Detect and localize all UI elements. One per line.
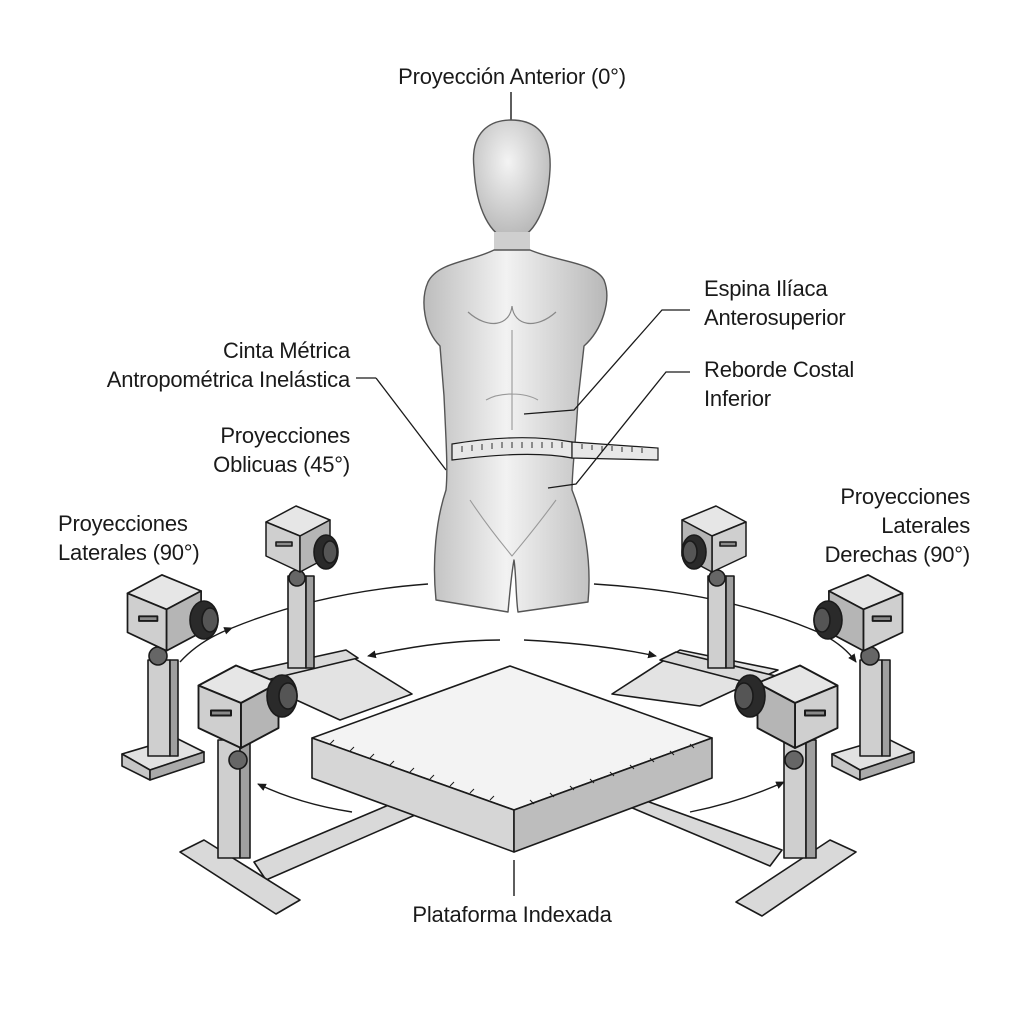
label-cinta-metrica: Cinta Métrica Antropométrica Inelástica	[107, 336, 350, 394]
label-lat-der-line1: Proyecciones	[840, 484, 970, 509]
label-lat-izq-line2: Laterales (90°)	[58, 540, 200, 565]
label-reborde-costal: Reborde Costal Inferior	[704, 355, 854, 413]
label-proyecciones-laterales-der: Proyecciones Laterales Derechas (90°)	[824, 482, 971, 569]
label-espina-iliaca: Espina Ilíaca Anterosuperior	[704, 274, 846, 332]
indexed-platform	[243, 649, 783, 896]
orbit-arcs	[179, 583, 857, 813]
camera-far-right	[813, 573, 915, 781]
leader-lines	[356, 309, 690, 489]
label-anterior-projection: Proyección Anterior (0°)	[398, 64, 626, 89]
label-proyecciones-laterales-izq: Proyecciones Laterales (90°)	[58, 509, 200, 567]
label-oblicuas-line2: Oblicuas (45°)	[213, 452, 350, 477]
label-cinta-line2: Antropométrica Inelástica	[106, 367, 350, 392]
camera-front-right	[734, 664, 857, 917]
label-reborde-line2: Inferior	[704, 386, 771, 411]
camera-back-right	[659, 505, 777, 687]
measuring-tape	[451, 437, 659, 461]
label-oblicuas-line1: Proyecciones	[220, 423, 350, 448]
label-reborde-line1: Reborde Costal	[704, 357, 855, 382]
camera-far-left	[121, 573, 219, 781]
camera-back-left	[245, 505, 359, 683]
label-lat-der-line2: Laterales	[881, 513, 970, 538]
label-espina-line1: Espina Ilíaca	[704, 276, 828, 301]
camera-front-left	[179, 664, 301, 915]
label-lat-izq-line1: Proyecciones	[58, 511, 188, 536]
label-espina-line2: Anterosuperior	[704, 305, 846, 330]
label-cinta-line1: Cinta Métrica	[223, 338, 350, 363]
label-plataforma-indexada: Plataforma Indexada	[412, 902, 612, 927]
label-lat-der-line3: Derechas (90°)	[824, 542, 971, 567]
mannequin-torso	[423, 92, 608, 613]
label-proyecciones-oblicuas: Proyecciones Oblicuas (45°)	[213, 421, 350, 479]
